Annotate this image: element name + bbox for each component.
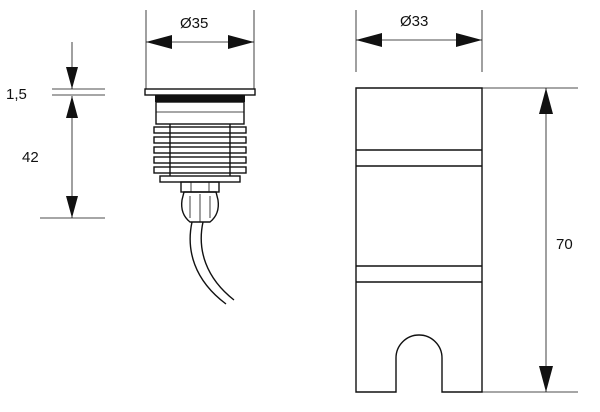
arrow-d35-left xyxy=(146,35,172,49)
cable-inner xyxy=(200,221,235,301)
arrow-70-up xyxy=(539,88,553,114)
sleeve-height-dimension: 70 xyxy=(482,87,578,393)
sleeve-outline xyxy=(355,87,483,393)
cable-outer xyxy=(189,221,227,305)
arrow-d33-right xyxy=(456,33,482,47)
height-dimension-group: 1,5 42 xyxy=(6,42,105,219)
cooling-fin-1 xyxy=(153,126,247,134)
cooling-fin-3 xyxy=(153,146,247,154)
arrow-d33-left xyxy=(356,33,382,47)
installation-sleeve xyxy=(355,87,483,393)
diameter-35-dimension: Ø35 xyxy=(145,10,255,89)
cooling-fin-5 xyxy=(153,166,247,174)
diameter-33-label: Ø33 xyxy=(400,13,428,30)
fixture-flange xyxy=(144,88,256,96)
arrow-flange-down xyxy=(66,67,78,89)
cooling-fin-2 xyxy=(153,136,247,144)
flange-thickness-label: 1,5 xyxy=(6,86,27,103)
body-height-label: 42 xyxy=(22,149,39,166)
sleeve-height-label: 70 xyxy=(556,236,573,253)
arrow-d35-right xyxy=(228,35,254,49)
fixture-base-plate xyxy=(159,175,241,183)
cooling-fin-4 xyxy=(153,156,247,164)
arrow-70-down xyxy=(539,366,553,392)
cable-gland xyxy=(180,191,220,223)
gland-nut xyxy=(180,181,220,193)
fixture-gasket xyxy=(155,95,245,102)
fixture-housing-top xyxy=(155,101,245,125)
diameter-33-dimension: Ø33 xyxy=(355,10,483,72)
diameter-35-label: Ø35 xyxy=(180,15,208,32)
fixture-body xyxy=(144,88,256,305)
arrow-body-down xyxy=(66,196,78,218)
